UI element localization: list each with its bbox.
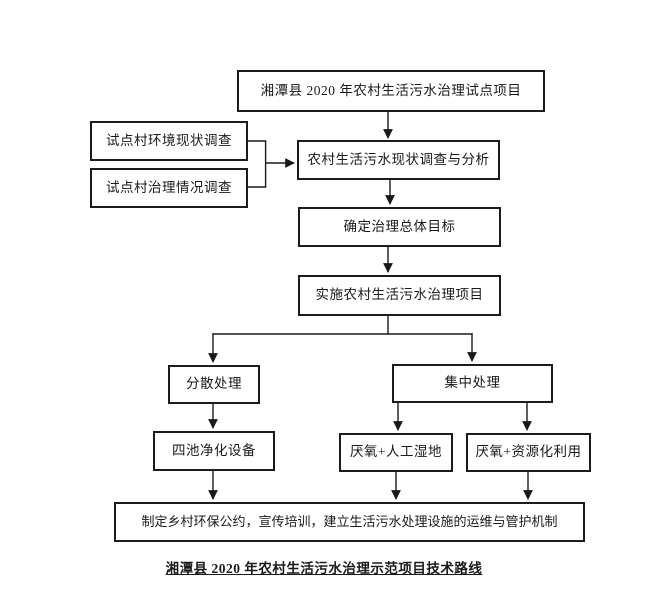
node-implement-project: 实施农村生活污水治理项目 [298,275,501,316]
node-env-survey: 试点村环境现状调查 [90,121,248,161]
node-anaerobic-resource: 厌氧+资源化利用 [466,433,591,472]
node-overall-goal: 确定治理总体目标 [298,207,501,247]
node-four-pond-equipment: 四池净化设备 [153,431,275,471]
node-anaerobic-wetland: 厌氧+人工湿地 [339,433,453,472]
node-centralized-treatment: 集中处理 [392,364,553,403]
node-dispersed-treatment: 分散处理 [168,365,260,404]
node-project-title: 湘潭县 2020 年农村生活污水治理试点项目 [237,70,545,112]
node-status-analysis: 农村生活污水现状调查与分析 [297,140,500,180]
node-treatment-survey: 试点村治理情况调查 [90,168,248,208]
diagram-caption: 湘潭县 2020 年农村生活污水治理示范项目技术路线 [165,561,483,576]
node-maintenance-mechanism: 制定乡村环保公约，宣传培训，建立生活污水处理设施的运维与管护机制 [114,502,585,542]
